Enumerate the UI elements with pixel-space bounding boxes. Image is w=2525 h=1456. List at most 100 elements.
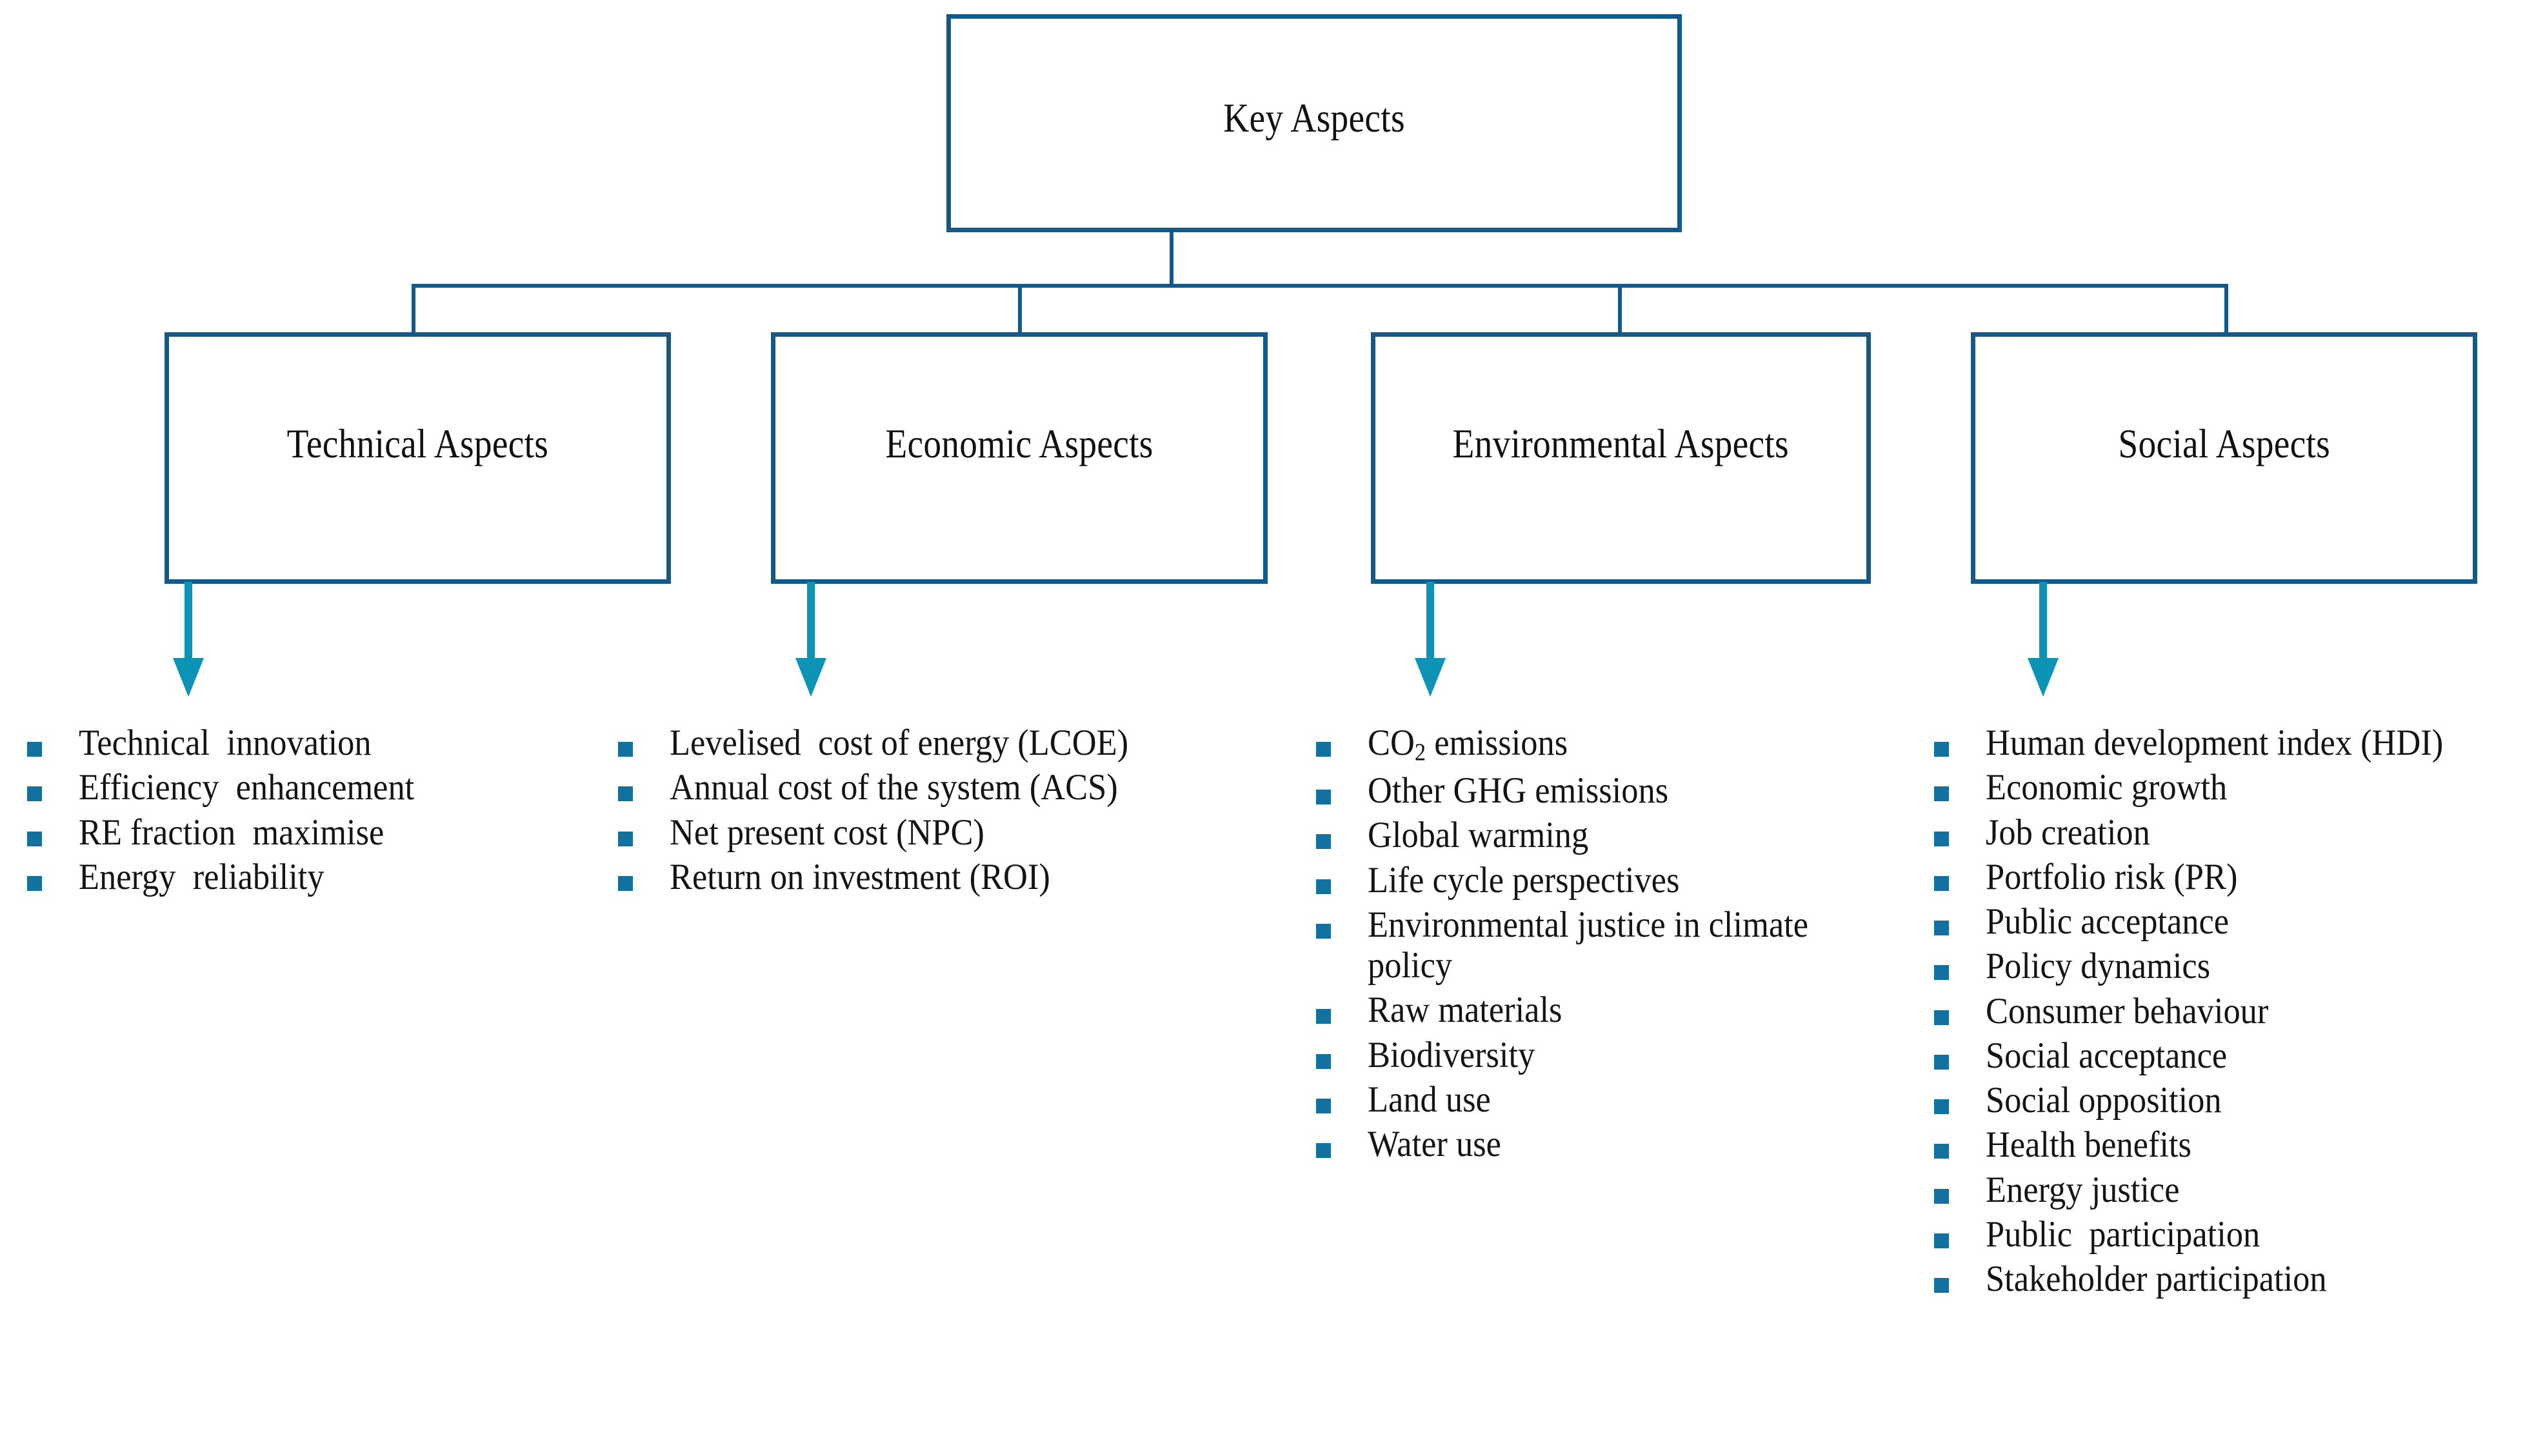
list-item: Stakeholder participation	[1922, 1259, 2522, 1299]
list-item-label: Net present cost (NPC)	[670, 812, 984, 853]
bullet-square-icon	[1934, 1188, 1949, 1204]
bullet-square-icon	[27, 831, 42, 846]
list-item-label: Energy reliability	[79, 856, 324, 897]
node-key-aspects-label: Key Aspects	[1223, 95, 1405, 141]
list-item: Net present cost (NPC)	[606, 812, 1187, 853]
list-item: Public participation	[1922, 1214, 2522, 1255]
list-item-label: Public acceptance	[1986, 901, 2230, 942]
list-item-label: Land use	[1368, 1079, 1491, 1120]
list-item: Return on investment (ROI)	[606, 857, 1187, 897]
bullet-list-economic: Levelised cost of energy (LCOE)Annual co…	[606, 723, 1187, 901]
list-item: Public acceptance	[1922, 901, 2522, 942]
list-item: Energy justice	[1922, 1170, 2522, 1210]
bullet-square-icon	[1316, 790, 1331, 805]
list-item-label: Health benefits	[1986, 1124, 2191, 1166]
bullet-square-icon	[618, 786, 633, 802]
node-economic-aspects[interactable]: Economic Aspects	[771, 332, 1268, 584]
list-item: Global warming	[1304, 815, 1885, 855]
bullet-square-icon	[27, 742, 42, 757]
list-item-label: Economic growth	[1986, 767, 2228, 808]
list-item-label: Human development index (HDI)	[1986, 723, 2444, 763]
bullet-square-icon	[27, 786, 42, 802]
node-environmental-aspects[interactable]: Environmental Aspects	[1371, 332, 1871, 584]
list-item: Environmental justice in climate policy	[1304, 904, 1885, 986]
list-item: CO2 emissions	[1304, 723, 1885, 766]
bullet-square-icon	[1316, 1053, 1331, 1069]
connector-drop-economic	[1018, 284, 1022, 335]
down-arrow-icon-environmental	[1415, 582, 1446, 697]
bullet-square-icon	[1934, 1233, 1949, 1248]
node-social-aspects[interactable]: Social Aspects	[1971, 332, 2477, 584]
list-item: Policy dynamics	[1922, 946, 2522, 986]
list-item-label: Biodiversity	[1368, 1034, 1535, 1075]
list-item-label: CO2 emissions	[1368, 723, 1568, 766]
list-item-label: Efficiency enhancement	[79, 767, 415, 808]
list-item: Portfolio risk (PR)	[1922, 857, 2522, 897]
list-item-label: Annual cost of the system (ACS)	[670, 767, 1118, 808]
bullet-square-icon	[1316, 742, 1331, 757]
node-key-aspects[interactable]: Key Aspects	[946, 14, 1682, 232]
list-item: Efficiency enhancement	[15, 767, 570, 808]
list-item: Biodiversity	[1304, 1035, 1885, 1075]
list-item-label: Social acceptance	[1986, 1035, 2228, 1076]
connector-drop-technical	[412, 284, 415, 335]
list-item: Other GHG emissions	[1304, 770, 1885, 811]
list-item-label: Global warming	[1368, 815, 1589, 856]
bullet-square-icon	[1934, 1010, 1949, 1025]
list-item-label: Portfolio risk (PR)	[1986, 856, 2238, 897]
list-item: Human development index (HDI)	[1922, 723, 2522, 763]
list-item: Health benefits	[1922, 1124, 2522, 1165]
list-item: Consumer behaviour	[1922, 991, 2522, 1032]
connector-drop-social	[2224, 284, 2228, 335]
list-item-label: Consumer behaviour	[1986, 990, 2269, 1032]
list-item: Life cycle perspectives	[1304, 860, 1885, 901]
list-item: RE fraction maximise	[15, 812, 570, 853]
list-item: Energy reliability	[15, 857, 570, 897]
bullet-square-icon	[1316, 923, 1331, 939]
list-item: Job creation	[1922, 812, 2522, 853]
down-arrow-icon-technical	[173, 582, 204, 697]
bullet-square-icon	[1316, 834, 1331, 850]
bullet-square-icon	[1934, 1278, 1949, 1293]
bullet-square-icon	[1316, 1009, 1331, 1024]
list-item-label: Stakeholder participation	[1986, 1259, 2327, 1300]
list-item-label: Return on investment (ROI)	[670, 856, 1050, 897]
list-item-label: Environmental justice in climate policy	[1368, 904, 1817, 986]
list-item: Technical innovation	[15, 723, 570, 763]
node-social-aspects-label: Social Aspects	[2118, 421, 2330, 466]
bullet-square-icon	[618, 831, 633, 846]
bullet-square-icon	[618, 742, 633, 757]
bullet-square-icon	[1316, 879, 1331, 894]
node-technical-aspects[interactable]: Technical Aspects	[165, 332, 671, 584]
list-item-label: Policy dynamics	[1986, 946, 2211, 987]
node-economic-aspects-label: Economic Aspects	[885, 421, 1153, 466]
down-arrow-icon-social	[2028, 582, 2059, 697]
bullet-square-icon	[618, 875, 633, 891]
bullet-square-icon	[1934, 742, 1949, 757]
list-item-label: Raw materials	[1368, 990, 1562, 1031]
bullet-square-icon	[1934, 875, 1949, 891]
bullet-square-icon	[1934, 921, 1949, 936]
list-item: Raw materials	[1304, 990, 1885, 1030]
list-item-label: Life cycle perspectives	[1368, 859, 1680, 901]
bullet-square-icon	[1934, 1054, 1949, 1070]
connector-drop-environmental	[1618, 284, 1622, 335]
list-item: Water use	[1304, 1124, 1885, 1164]
list-item-label: Energy justice	[1986, 1169, 2180, 1210]
list-item-label: Water use	[1368, 1124, 1501, 1165]
list-item-label: Social opposition	[1986, 1080, 2222, 1121]
connector-root-stem	[1170, 231, 1173, 288]
bullet-square-icon	[1316, 1143, 1331, 1159]
list-item-label: Levelised cost of energy (LCOE)	[670, 723, 1129, 763]
list-item-label: Public participation	[1986, 1213, 2261, 1255]
list-item: Land use	[1304, 1079, 1885, 1120]
bullet-square-icon	[1934, 831, 1949, 846]
list-item-label: Job creation	[1986, 812, 2150, 853]
bullet-square-icon	[1934, 1144, 1949, 1159]
bullet-square-icon	[1934, 965, 1949, 981]
list-item-label: Technical innovation	[79, 723, 372, 763]
list-item-label: RE fraction maximise	[79, 812, 384, 853]
list-item: Annual cost of the system (ACS)	[606, 767, 1187, 808]
